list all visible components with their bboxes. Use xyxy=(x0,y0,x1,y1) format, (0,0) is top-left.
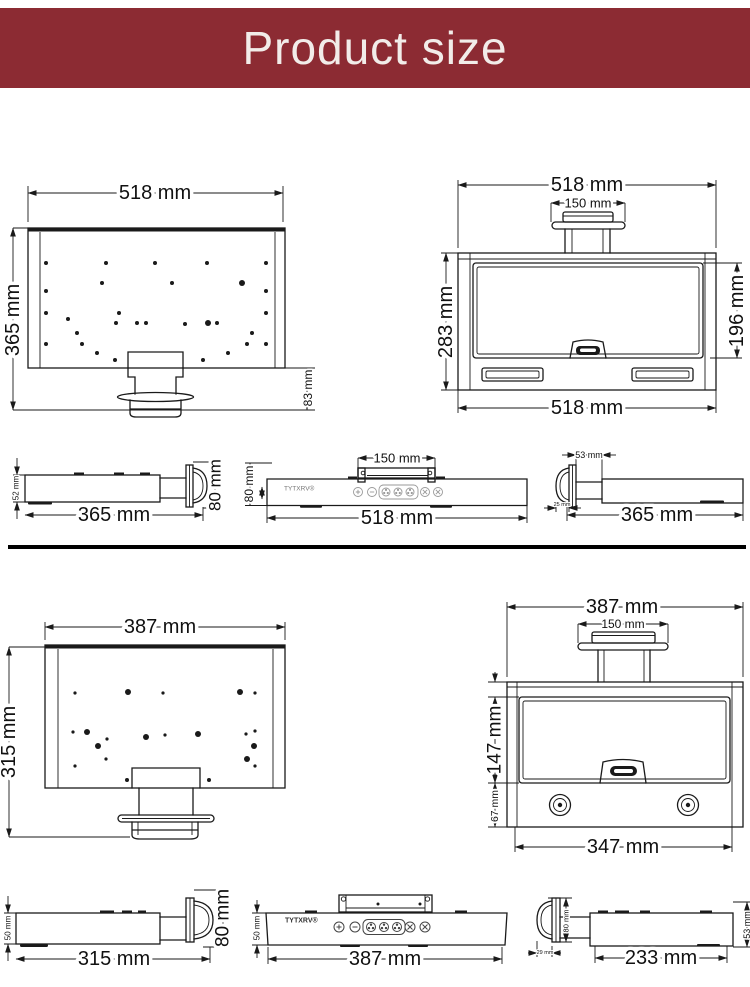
dim-width: 518 mm xyxy=(361,507,433,529)
dim-back-height: 365 mm xyxy=(2,284,24,356)
dim-thickness: 50 mm xyxy=(4,915,13,940)
dim-bracket-depth: 53 mm xyxy=(575,450,603,460)
fan-icons xyxy=(381,487,415,497)
side-view-left-518: 52 mm 365 mm 80 mm xyxy=(10,456,228,529)
front-view-387: 387 mm 150 mm 147 mm 67 mm 347 mm xyxy=(482,593,744,862)
dim-front-width-bottom: 518 mm xyxy=(551,397,623,419)
fan-icons xyxy=(366,922,402,932)
dim-front-height: 283 mm xyxy=(435,286,457,358)
dim-mount-width: 150 mm xyxy=(374,451,421,466)
dim-mount-width: 150 mm xyxy=(565,196,612,211)
bottom-view-387: TYTXRV® 50 mm 387 mm xyxy=(251,894,508,974)
section-divider xyxy=(8,545,746,549)
dim-height: 80 mm xyxy=(242,466,256,503)
vent-holes xyxy=(44,261,268,362)
mount-bracket xyxy=(338,894,433,913)
dim-door-height: 147 mm xyxy=(485,706,506,775)
door-handle xyxy=(599,758,647,784)
dim-depth: 365 mm xyxy=(621,504,693,526)
dim-flange-depth: 29 mm xyxy=(537,950,554,956)
side-view-left-387: 50 mm 315 mm 80 mm xyxy=(2,886,237,974)
dim-bracket-height: 80 mm xyxy=(562,910,571,933)
dim-width: 387 mm xyxy=(349,948,421,970)
dim-door-height: 196 mm xyxy=(726,275,748,347)
dim-back-width: 387 mm xyxy=(124,616,196,638)
dim-back-height: 315 mm xyxy=(0,706,20,778)
dim-stand-height: 83 mm xyxy=(301,370,315,407)
dim-bracket-height: 80 mm xyxy=(213,889,234,947)
mount-bracket xyxy=(357,467,436,483)
dim-bracket-height: 80 mm xyxy=(206,459,225,511)
stand xyxy=(116,351,195,418)
page-title: Product size xyxy=(242,22,508,74)
speakers xyxy=(548,793,700,817)
bottom-view-518: TYTXRV® 150 mm 80 mm 518 mm xyxy=(240,448,528,533)
control-buttons xyxy=(353,484,443,500)
stand xyxy=(117,767,215,840)
door-handle xyxy=(569,339,607,359)
dim-front-width-top: 387 mm xyxy=(586,596,658,618)
bottom-vents xyxy=(481,367,694,382)
side-view-right-518: 53 mm 25 mm 365 mm xyxy=(544,449,744,530)
dim-flange-depth: 25 mm xyxy=(554,502,571,508)
dim-mount-width: 150 mm xyxy=(601,617,644,631)
back-view-387: 387 mm 315 mm xyxy=(0,613,286,840)
dim-depth: 365 mm xyxy=(78,504,150,526)
ceiling-mount xyxy=(551,211,626,254)
dim-thickness: 50 mm xyxy=(253,915,262,940)
brand-logo: TYTXRV® xyxy=(284,485,315,493)
dim-thickness: 52 mm xyxy=(12,475,21,500)
control-buttons xyxy=(333,919,431,935)
dim-thickness: 53 mm xyxy=(742,911,750,939)
back-view-518: 518 mm 365 mm 83 mm xyxy=(0,179,317,418)
dim-back-width: 518 mm xyxy=(119,182,191,204)
dim-depth: 315 mm xyxy=(78,948,150,970)
dim-front-width-top: 518 mm xyxy=(551,174,623,196)
dim-depth: 233 mm xyxy=(625,947,697,969)
dim-front-width-bottom: 347 mm xyxy=(587,836,659,858)
front-view-518: 518 mm 150 mm 283 mm 196 mm 518 mm xyxy=(432,171,750,423)
brand-logo: TYTXRV® xyxy=(285,917,318,925)
dim-speaker-row-height: 67 mm xyxy=(489,790,501,822)
header-banner: Product size xyxy=(0,8,750,88)
screw-holes xyxy=(71,689,257,782)
ceiling-mount xyxy=(577,631,669,683)
side-view-right-387: 80 mm 29 mm 233 mm 53 mm xyxy=(528,897,750,973)
